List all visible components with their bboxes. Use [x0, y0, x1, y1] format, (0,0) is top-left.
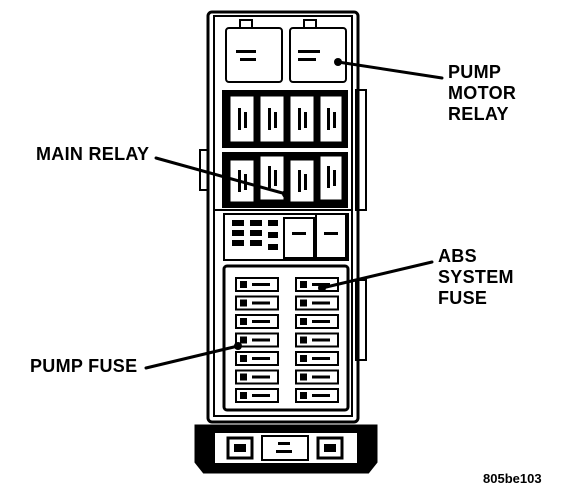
leader-main-relay: [154, 156, 288, 196]
fuse-box-inner-frame: [213, 15, 353, 417]
fuse-terminal: [300, 336, 307, 344]
callout-pump-motor-relay: PUMP MOTOR RELAY: [448, 62, 516, 125]
mini-relay: [259, 95, 285, 143]
fuse-terminal: [300, 355, 307, 362]
housing-side-tab: [355, 89, 367, 211]
fuse-terminal: [240, 373, 247, 381]
relay-top-left: [225, 27, 283, 83]
fuse-marking: [312, 357, 330, 360]
fuse-terminal: [240, 392, 247, 399]
leader-pump-fuse: [144, 344, 240, 370]
fuse-terminal: [300, 373, 307, 381]
fuse-terminal: [240, 318, 247, 325]
callout-line: PUMP: [448, 62, 502, 82]
mini-relay: [289, 95, 315, 143]
callout-line: PUMP FUSE: [30, 356, 138, 376]
fuse-marking: [252, 320, 270, 323]
fuse-grid: [235, 277, 339, 403]
leader-pump-motor-relay: [336, 60, 444, 80]
mini-relay: [319, 155, 343, 201]
relay-pump-motor: [289, 27, 347, 83]
fuse-marking: [312, 338, 330, 342]
fuse-terminal: [300, 318, 307, 325]
fuse-box-housing: [206, 10, 360, 424]
middle-section: [223, 213, 349, 261]
fuse-terminal: [300, 299, 307, 307]
fuse-marking: [252, 301, 270, 305]
fuse-marking: [252, 338, 270, 342]
fuse-terminal: [240, 355, 247, 362]
fuse-marking: [312, 375, 330, 379]
fuse-marking: [252, 283, 270, 286]
leader-abs-system-fuse: [320, 260, 434, 290]
fuse-marking: [252, 357, 270, 360]
fuse-marking: [252, 394, 270, 397]
mini-relay: [289, 159, 315, 203]
leader-dot: [318, 284, 326, 292]
mini-relay: [319, 95, 343, 143]
leader-dot: [282, 190, 290, 198]
relay-middle-right: [315, 213, 347, 259]
callout-main-relay: MAIN RELAY: [36, 144, 149, 165]
callout-line: MAIN RELAY: [36, 144, 150, 164]
callout-abs-system-fuse: ABS SYSTEM FUSE: [438, 246, 514, 309]
callout-pump-fuse: PUMP FUSE: [30, 356, 137, 377]
leader-dot: [334, 58, 342, 66]
callout-line: SYSTEM: [438, 267, 514, 287]
fuse-terminal: [240, 281, 247, 288]
fuse-terminal: [300, 392, 307, 399]
fuse-marking: [312, 301, 330, 305]
callout-line: ABS: [438, 246, 477, 266]
maxi-fuse-body: [261, 435, 309, 461]
fuse-terminal: [300, 281, 307, 288]
mini-relay: [229, 95, 255, 143]
fuse-marking: [252, 375, 270, 379]
fuse-panel: [222, 264, 350, 412]
fuse-marking: [312, 320, 330, 323]
relay-tab: [303, 19, 317, 29]
callout-line: RELAY: [448, 104, 509, 124]
fuse-terminal: [240, 299, 247, 307]
relay-middle-left: [283, 217, 315, 259]
leader-dot: [234, 342, 242, 350]
relay-tab: [239, 19, 253, 29]
callout-line: FUSE: [438, 288, 488, 308]
fuse-marking: [312, 394, 330, 397]
figure-id: 805be103: [483, 471, 542, 486]
callout-line: MOTOR: [448, 83, 517, 103]
fuse-terminal: [240, 336, 247, 344]
